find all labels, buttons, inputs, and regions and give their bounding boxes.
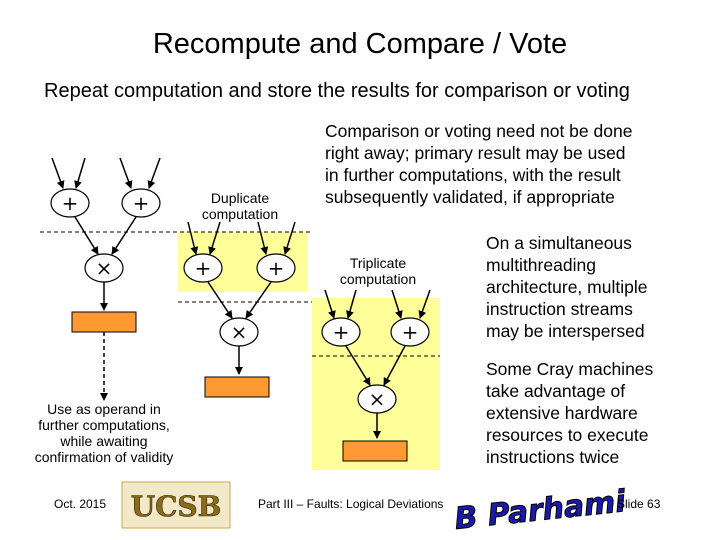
times-symbol: × — [369, 387, 386, 411]
operand-label: while awaiting — [59, 433, 147, 449]
multithreading-note-line: multithreading — [486, 255, 596, 275]
plus-symbol: + — [402, 320, 419, 344]
ucsb-logo: UCSB — [121, 481, 231, 529]
original-computation — [50, 157, 161, 401]
multithreading-note-line: may be interspersed — [486, 321, 645, 341]
comparison-note-line: in further computations, with the result — [325, 165, 621, 185]
duplicate-label: Duplicate — [211, 190, 270, 206]
multithreading-note: On a simultaneous multithreading archite… — [486, 232, 696, 342]
cray-note-line: Some Cray machines — [486, 359, 654, 379]
slide-subtitle: Repeat computation and store the results… — [44, 80, 630, 102]
adder-node — [390, 317, 430, 347]
operand-label: Use as operand in — [47, 401, 161, 417]
cray-note-line: take advantage of — [486, 381, 626, 401]
slide-title: Recompute and Compare / Vote — [152, 28, 568, 60]
adder-node — [183, 253, 223, 283]
plus-symbol: + — [133, 191, 150, 215]
footer-course: Part III – Faults: Logical Deviations — [258, 497, 444, 511]
operand-label: confirmation of validity — [35, 449, 174, 465]
adder-node — [50, 188, 90, 218]
author-stamp: B Parhami — [452, 484, 628, 538]
cray-note-line: resources to execute — [486, 425, 649, 445]
duplicate-register — [204, 376, 270, 398]
adder-node — [321, 317, 361, 347]
cray-note-line: extensive hardware — [486, 403, 638, 423]
comparison-note-line: right away; primary result may be used — [325, 143, 626, 163]
plus-symbol: + — [268, 256, 285, 280]
svg-text:B Parhami: B Parhami — [453, 484, 628, 537]
cray-note: Some Cray machines take advantage of ext… — [486, 358, 696, 468]
triplicate-label: computation — [340, 271, 416, 287]
triplicate-label: Triplicate — [350, 255, 406, 271]
multithreading-note-line: architecture, multiple — [486, 277, 648, 297]
triplicate-register — [342, 440, 408, 462]
times-symbol: × — [96, 256, 113, 280]
comparison-note-line: Comparison or voting need not be done — [325, 121, 633, 141]
footer-date: Oct. 2015 — [54, 497, 107, 511]
multithreading-note-line: instruction streams — [486, 299, 633, 319]
triplicate-computation — [321, 289, 431, 462]
plus-symbol: + — [195, 256, 212, 280]
cray-note-line: instructions twice — [486, 447, 620, 467]
multithreading-note-line: On a simultaneous — [486, 233, 632, 253]
duplicate-computation — [183, 221, 296, 398]
footer-slide-number: Slide 63 — [617, 497, 661, 511]
plus-symbol: + — [333, 320, 350, 344]
operand-label: further computations, — [38, 417, 170, 433]
comparison-note-line: subsequently validated, if appropriate — [325, 187, 615, 207]
comparison-note: Comparison or voting need not be done ri… — [325, 120, 685, 208]
plus-symbol: + — [62, 191, 79, 215]
adder-node — [256, 253, 296, 283]
times-symbol: × — [231, 320, 248, 344]
adder-node — [121, 188, 161, 218]
result-register — [71, 311, 137, 333]
duplicate-label: computation — [202, 206, 278, 222]
svg-text:UCSB: UCSB — [131, 490, 222, 523]
